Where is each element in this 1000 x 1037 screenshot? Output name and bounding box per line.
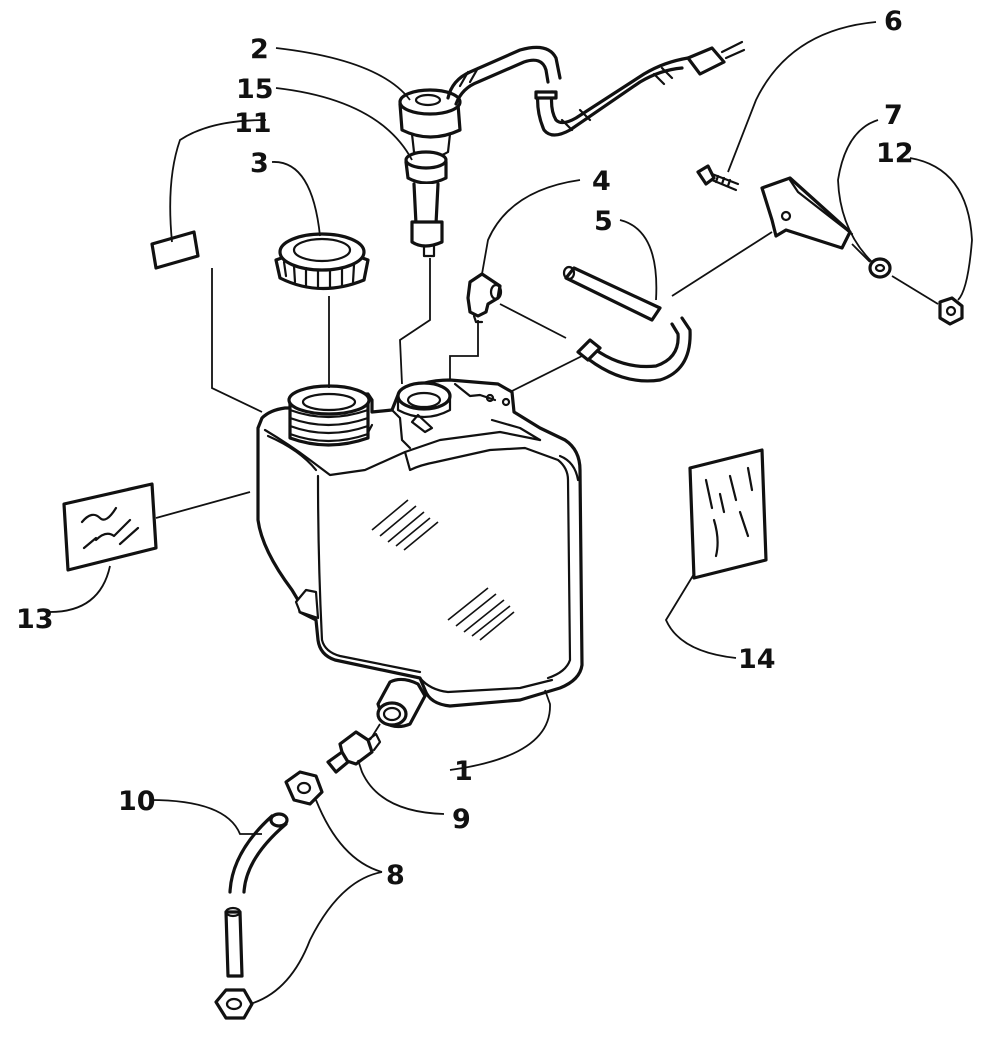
callout-9: 9 — [452, 804, 471, 835]
bracket-part — [760, 176, 854, 250]
nut-part-12 — [938, 296, 964, 326]
decal-part-14 — [688, 448, 768, 580]
callout-3: 3 — [250, 148, 269, 179]
elbow-fitting-part-4 — [466, 272, 503, 324]
callout-13: 13 — [16, 604, 54, 635]
decal-part-11 — [150, 230, 200, 270]
callout-14: 14 — [738, 644, 776, 675]
leader-lines — [49, 21, 973, 1005]
cap-part-3 — [274, 232, 370, 291]
callout-2: 2 — [250, 34, 269, 65]
callout-12: 12 — [876, 138, 914, 169]
callout-15: 15 — [236, 74, 274, 105]
decal-part-13 — [62, 482, 158, 572]
hose-part-5 — [562, 265, 692, 383]
grommet-part-15 — [404, 150, 448, 258]
clamp-part-8-upper — [284, 770, 324, 806]
callout-5: 5 — [594, 206, 613, 237]
callout-11: 11 — [234, 108, 272, 139]
callout-7: 7 — [884, 100, 903, 131]
sender-part-2 — [398, 40, 746, 159]
hose-part-10 — [224, 812, 289, 978]
callout-labels: 2 15 11 3 4 5 6 7 12 13 14 1 9 10 8 — [16, 6, 914, 891]
callout-6: 6 — [884, 6, 903, 37]
clamp-part-8-lower — [214, 988, 254, 1020]
callout-4: 4 — [592, 166, 611, 197]
washer-part-7 — [868, 257, 892, 279]
callout-1: 1 — [454, 756, 473, 787]
callout-10: 10 — [118, 786, 156, 817]
fitting-part-9 — [326, 730, 382, 774]
bolt-part-6 — [696, 164, 740, 192]
callout-8: 8 — [386, 860, 405, 891]
tank-part-1 — [256, 378, 584, 729]
